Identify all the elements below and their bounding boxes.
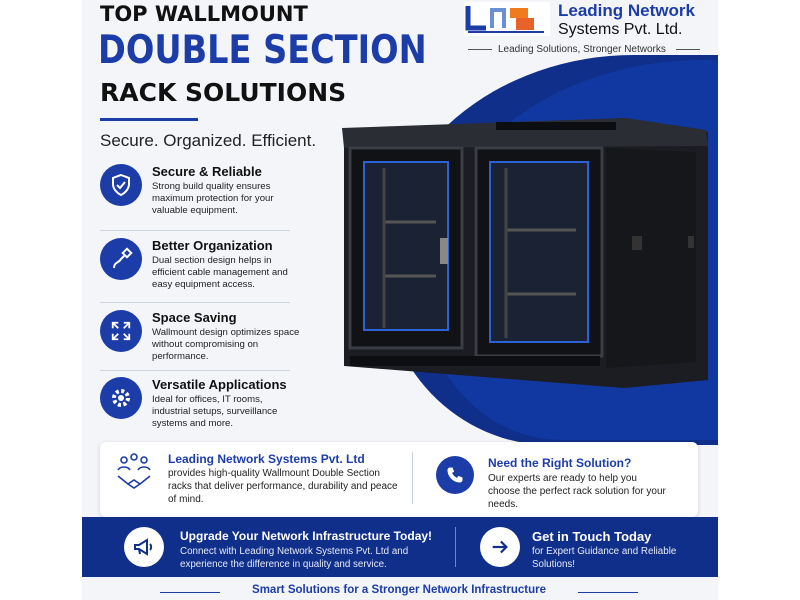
- arrow-right-icon[interactable]: [480, 527, 520, 567]
- cta-divider: [455, 527, 456, 567]
- footer-slogan: Smart Solutions for a Stronger Network I…: [252, 584, 546, 596]
- right-margin: [718, 0, 800, 600]
- cable-icon: [100, 238, 142, 280]
- info-divider: [412, 452, 413, 504]
- eyebrow-title: TOP WALLMOUNT: [100, 2, 308, 26]
- feature-title: Space Saving: [152, 310, 237, 325]
- feature-divider: [100, 230, 290, 231]
- handshake-team-icon: [117, 453, 151, 489]
- headline: DOUBLE SECTION: [98, 28, 427, 73]
- feature-description: Strong build quality ensures maximum pro…: [152, 181, 274, 216]
- left-margin: [0, 0, 82, 600]
- feature-title: Secure & Reliable: [152, 164, 262, 179]
- cta-left-title: Upgrade Your Network Infrastructure Toda…: [180, 529, 433, 543]
- cta-right-text: for Expert Guidance and Reliable Solutio…: [532, 546, 677, 570]
- title-underline: [100, 118, 198, 121]
- logo-tag-rule-left: [468, 49, 492, 50]
- feature-title: Better Organization: [152, 238, 273, 253]
- subheadline: RACK SOLUTIONS: [100, 78, 347, 107]
- rack-cabinet-image: [342, 118, 708, 388]
- feature-description: Ideal for offices, IT rooms, industrial …: [152, 394, 278, 429]
- company-logo-icon: [464, 2, 550, 36]
- info-right-title: Need the Right Solution?: [488, 456, 632, 470]
- shield-check-icon: [100, 164, 142, 206]
- footer-rule-left: [160, 592, 220, 593]
- info-left-title: Leading Network Systems Pvt. Ltd: [168, 452, 365, 466]
- gear-icon: [100, 377, 142, 419]
- megaphone-icon: [124, 527, 164, 567]
- cta-left-text: Connect with Leading Network Systems Pvt…: [180, 546, 409, 570]
- cta-right-title: Get in Touch Today: [532, 529, 652, 544]
- feature-divider: [100, 370, 290, 371]
- logo-name-line2: Systems Pvt. Ltd.: [558, 21, 683, 38]
- cta-band: [82, 517, 718, 577]
- logo-slogan: Leading Solutions, Stronger Networks: [498, 44, 666, 55]
- footer-rule-right: [578, 592, 638, 593]
- feature-description: Dual section design helps in efficient c…: [152, 255, 288, 290]
- info-left-text: provides high-quality Wallmount Double S…: [168, 468, 398, 505]
- feature-title: Versatile Applications: [152, 377, 287, 392]
- phone-icon: [436, 456, 474, 494]
- feature-description: Wallmount design optimizes space without…: [152, 327, 300, 362]
- tagline: Secure. Organized. Efficient.: [100, 131, 317, 150]
- feature-divider: [100, 302, 290, 303]
- expand-arrows-icon: [100, 310, 142, 352]
- logo-name-line1: Leading Network: [558, 1, 695, 20]
- info-right-text: Our experts are ready to help you choose…: [488, 473, 666, 510]
- logo-tag-rule-right: [676, 49, 700, 50]
- info-card: [100, 442, 698, 517]
